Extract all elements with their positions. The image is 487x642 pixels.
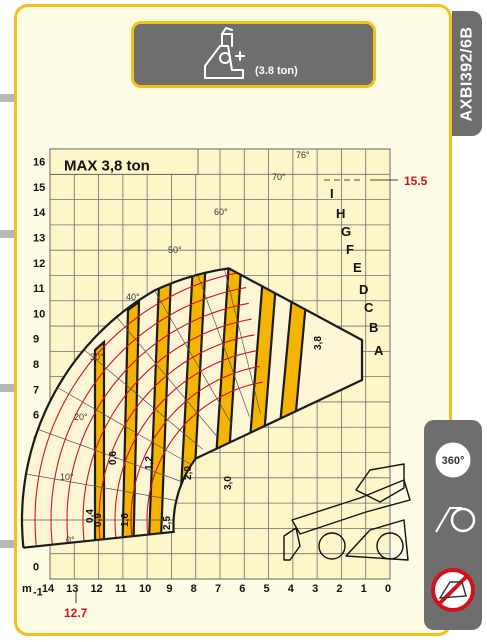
rotation-label: 360° [442, 455, 465, 467]
extension-letter: D [359, 282, 368, 297]
load-capacity-label: 2,5 [162, 516, 173, 530]
x-tick-label: 13 [66, 583, 78, 595]
model-tab [452, 11, 482, 136]
load-band [93, 339, 106, 548]
extension-arc [34, 271, 244, 548]
extension-letter: A [374, 343, 384, 358]
edge-stripe [0, 94, 14, 102]
extension-arc [146, 381, 263, 545]
angle-label: 70° [272, 172, 286, 182]
max-height-label: 15.5 [404, 174, 428, 188]
max-load-label: MAX 3,8 ton [64, 157, 150, 174]
x-tick-label: 10 [139, 583, 151, 595]
x-tick-label: 7 [215, 583, 221, 595]
extension-letter: G [341, 224, 351, 239]
y-tick-label: 0 [33, 561, 39, 573]
y-tick-label: 6 [33, 410, 39, 422]
extension-letter: B [369, 320, 378, 335]
y-tick-label: -1 [33, 587, 43, 599]
x-tick-label: 9 [166, 583, 172, 595]
extension-letter: I [330, 186, 334, 201]
extension-arc [66, 302, 249, 548]
extension-arc [114, 350, 258, 548]
y-tick-label: 13 [33, 233, 45, 245]
x-tick-label: 4 [288, 583, 295, 595]
angle-label: 76° [296, 150, 310, 160]
x-unit-label: m [22, 583, 32, 595]
x-tick-label: 5 [264, 583, 270, 595]
extension-letter: E [353, 260, 362, 275]
extension-arc [98, 334, 255, 548]
extension-arc [50, 287, 247, 548]
telehandler-silhouette [283, 463, 411, 561]
y-tick-label: 11 [33, 283, 45, 295]
y-tick-label: 7 [33, 384, 39, 396]
x-tick-label: 12 [90, 583, 102, 595]
extension-letter: H [336, 206, 345, 221]
load-envelope-outline [20, 267, 364, 549]
load-capacity-label: 0,6 [108, 451, 119, 465]
load-capacity-label: 0,4 [85, 509, 96, 523]
rotation-360-icon [435, 442, 471, 478]
y-tick-label: 10 [33, 308, 45, 320]
load-band [146, 268, 174, 548]
x-tick-label: 8 [191, 583, 197, 595]
angle-label: 0° [66, 535, 75, 545]
x-tick-label: 14 [42, 583, 55, 595]
extension-letter: F [346, 242, 354, 257]
x-tick-label: 3 [312, 583, 318, 595]
extension-arc [130, 365, 261, 548]
angle-label: 10° [60, 472, 74, 482]
y-tick-label: 12 [33, 258, 45, 270]
load-capacity-label: 3,8 [313, 336, 324, 350]
edge-stripe [0, 540, 14, 548]
y-tick-label: 14 [33, 207, 46, 219]
angle-label: 20° [74, 412, 88, 422]
header-box [131, 21, 376, 88]
y-tick-label: 15 [33, 182, 45, 194]
extension-arc [82, 318, 252, 548]
capacity-label: (3.8 ton) [255, 65, 298, 77]
max-reach-label: 12.7 [64, 606, 88, 620]
x-tick-label: 2 [336, 583, 342, 595]
load-capacity-label: 1,2 [144, 456, 155, 470]
x-tick-label: 1 [361, 583, 367, 595]
tyre-icon [450, 507, 476, 533]
angle-label: 50° [168, 245, 182, 255]
angle-label: 40° [126, 292, 140, 302]
y-tick-label: 9 [33, 334, 39, 346]
y-tick-label: 8 [33, 359, 39, 371]
load-capacity-label: 1,6 [120, 513, 131, 527]
load-capacity-label: 3,0 [223, 476, 234, 490]
load-capacity-label: 0,9 [93, 513, 104, 527]
angle-label: 30° [90, 352, 104, 362]
x-tick-label: 6 [239, 583, 245, 595]
angle-label: 60° [214, 207, 228, 217]
edge-stripe [0, 384, 14, 392]
edge-stripe [0, 230, 14, 238]
x-tick-label: 0 [385, 583, 391, 595]
load-capacity-label: 2,0 [183, 466, 194, 480]
y-tick-label: 16 [33, 157, 45, 169]
x-tick-label: 11 [115, 583, 127, 595]
extension-letter: C [364, 300, 374, 315]
